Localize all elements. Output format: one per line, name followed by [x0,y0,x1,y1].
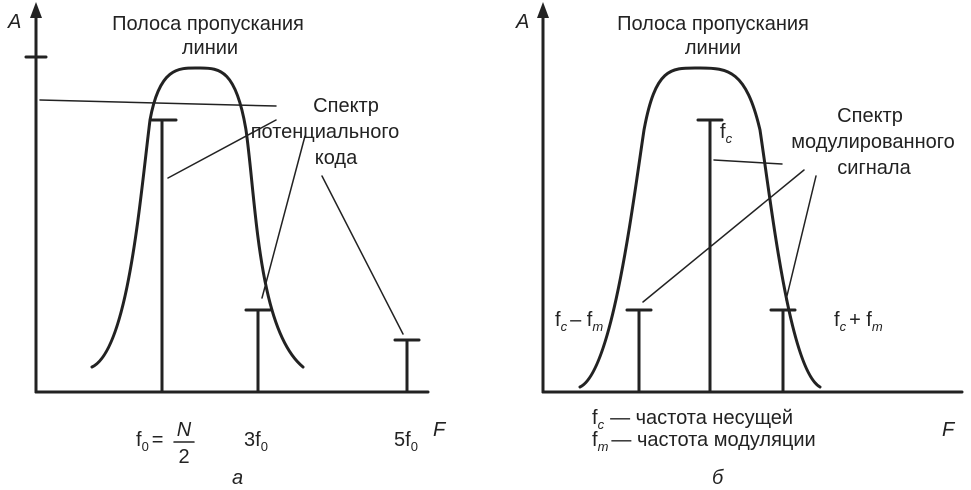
right-leader-lower [642,169,805,303]
left-band-label-line2: линии [182,37,238,59]
right-spectrum-label-line2: модулированного [791,131,954,153]
right-legend-fc: fc— частота несущей [592,407,793,432]
left-y-arrow [30,2,42,18]
right-panel: A F Полоса пропускания линии Спектр моду… [515,2,964,489]
right-fc-minus-fm-label: fc– fm [555,309,603,334]
left-spectral-line-3f0 [244,308,272,394]
right-x-axis-label: F [942,419,956,441]
right-band-label-line1: Полоса пропускания [617,13,809,35]
left-leader-f0 [167,119,277,179]
right-caption: б [712,467,724,489]
left-bandwidth-curve [90,66,305,369]
right-carrier-line [696,118,724,394]
svg-text:N: N [177,419,192,441]
right-spectrum-label-line3: сигнала [837,157,911,179]
left-spectrum-label-line2: потенциального [251,121,400,143]
right-lower-sideband-line [625,308,653,394]
left-leader-band [39,99,277,107]
right-upper-sideband-line [769,308,797,394]
right-legend-fm: fm— частота модуляции [592,429,816,454]
left-x-axis-label: F [433,419,447,441]
left-spectrum-label-line1: Спектр [313,95,379,117]
left-tick-3f0-label: 3f0 [244,429,268,454]
right-y-arrow [537,2,549,18]
left-tick-5f0-label: 5f0 [394,429,418,454]
right-leader-carrier [713,159,783,165]
right-y-axis-label: A [515,11,529,33]
left-spectral-line-5f0 [393,338,421,394]
svg-text:f0=: f0= [136,429,163,454]
right-fc-plus-fm-label: fc+ fm [834,309,883,334]
left-band-label-line1: Полоса пропускания [112,13,304,35]
left-spectrum-label-line3: кода [315,147,358,169]
left-tick-f0-label: f0= N 2 [136,419,195,468]
left-leader-3f0 [261,135,306,299]
left-caption: а [232,467,243,489]
left-panel: A F Полоса пропускания линии Спектр поте… [7,2,447,489]
left-y-axis-label: A [7,11,21,33]
right-bandwidth-curve [578,66,822,389]
svg-text:2: 2 [178,446,189,468]
left-leader-5f0 [321,175,404,335]
right-fc-label: fc [720,121,733,146]
right-spectrum-label-line1: Спектр [837,105,903,127]
left-spectral-line-f0 [150,118,178,394]
right-leader-upper [785,175,817,301]
right-band-label-line2: линии [685,37,741,59]
